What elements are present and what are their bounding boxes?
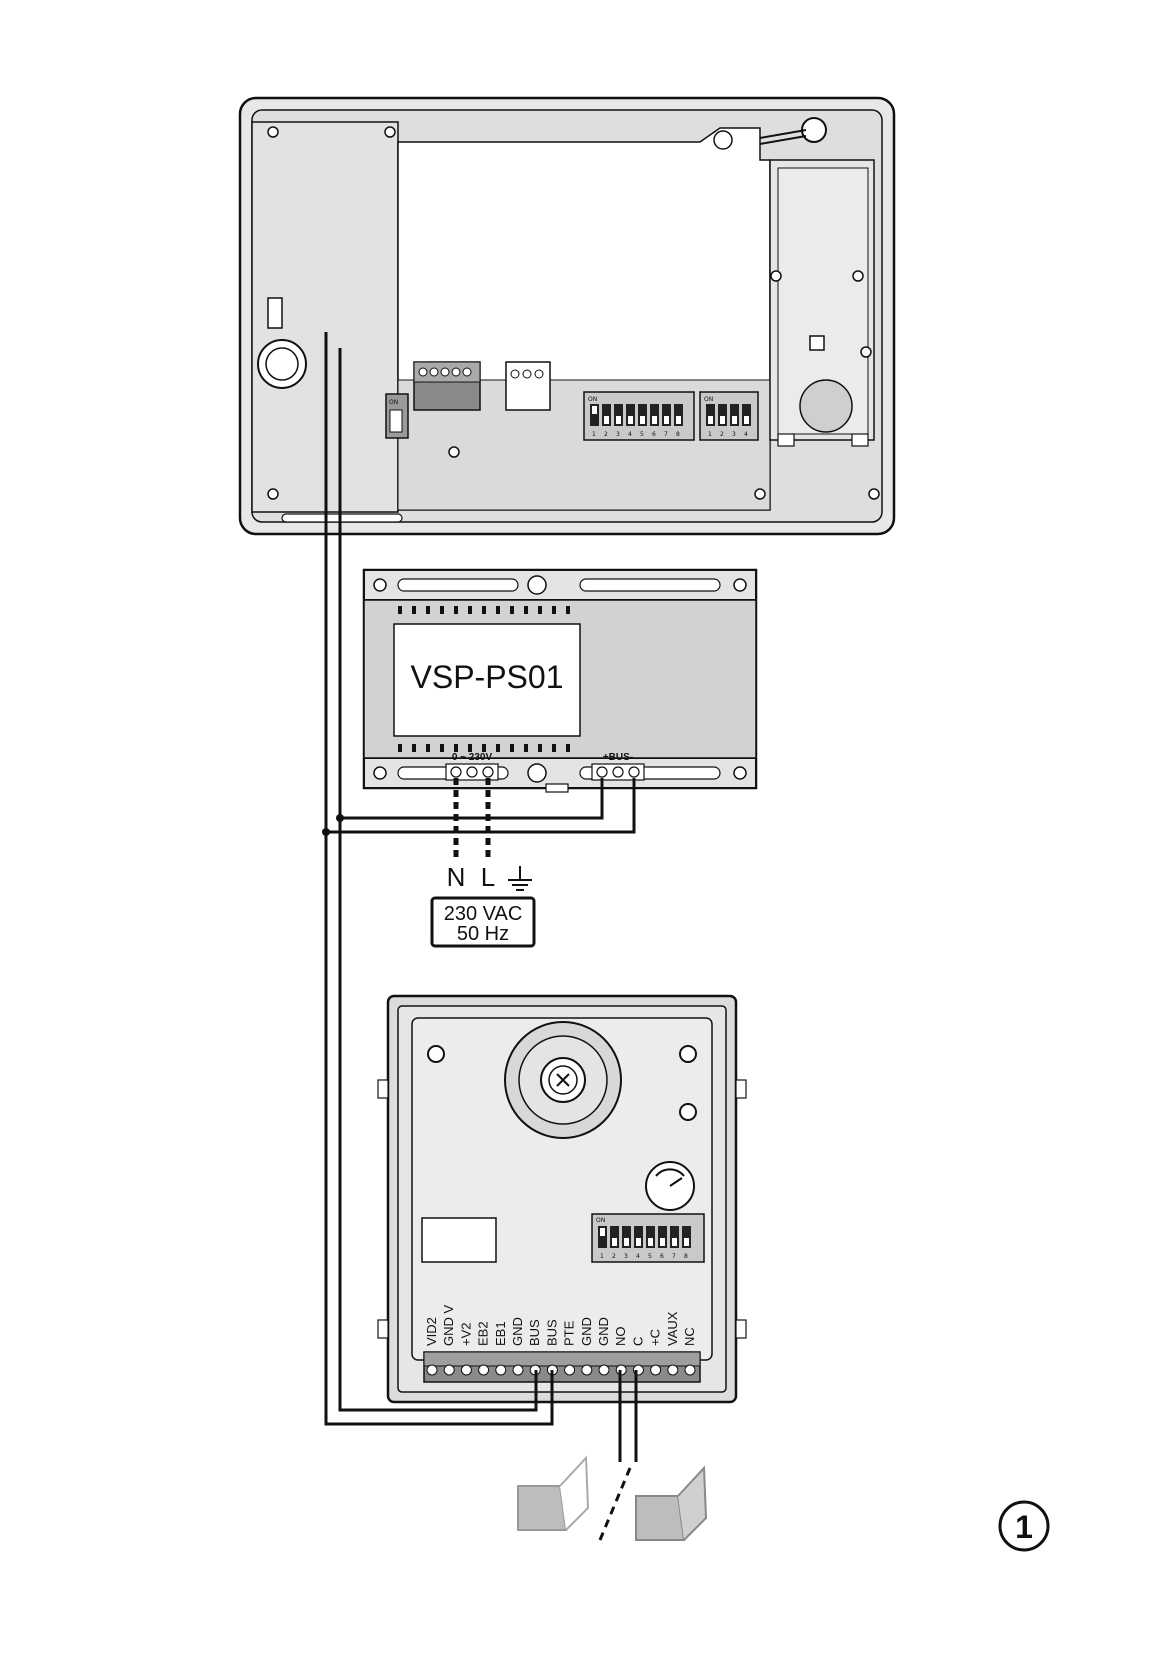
aux-terminal-block (505, 361, 551, 411)
dip8-num: 7 (664, 431, 668, 438)
ac-input-terminals (445, 763, 499, 781)
power-supply-model: VSP-PS01 (411, 659, 564, 695)
terminal-label: EB1 (493, 1321, 508, 1346)
terminal-label: EB2 (476, 1321, 491, 1346)
terminal-screw (478, 1364, 490, 1376)
bus-wire (326, 778, 636, 834)
ac-terminal-label: 0 ~ 230V (452, 752, 493, 763)
figure-number-badge: 1 (998, 1500, 1050, 1552)
terminal-screw (581, 1364, 593, 1376)
terminal-screw (598, 1364, 610, 1376)
terminal-screw (667, 1364, 679, 1376)
dip4-on-label: ON (704, 396, 713, 403)
lock-wiring (598, 1370, 638, 1541)
dip-switch-8-way: ON 1 2 3 4 5 6 7 8 (583, 391, 695, 441)
mains-frequency: 50 Hz (457, 923, 509, 945)
terminal-label: VID2 (424, 1317, 439, 1346)
dip8-num: 8 (676, 431, 680, 438)
terminal-screw (443, 1364, 455, 1376)
bus-terminal-block (413, 361, 481, 411)
dip8-num: 6 (652, 431, 656, 438)
dip4-num: 4 (744, 431, 748, 438)
bus-wire (340, 778, 604, 820)
terminal-screw (495, 1364, 507, 1376)
terminal-label: GND (596, 1317, 611, 1346)
terminal-label: PTE (562, 1320, 577, 1346)
dip-left-on-label: ON (389, 399, 398, 406)
terminal-screw (426, 1364, 438, 1376)
bus-terminal-label: +BUS- (603, 752, 633, 763)
figure-number: 1 (1015, 1509, 1033, 1545)
door-dip-num: 1 (600, 1253, 604, 1260)
door-dip-num: 4 (636, 1253, 640, 1260)
dip8-num: 5 (640, 431, 644, 438)
gate-lock-closed-icon (635, 1465, 708, 1541)
terminal-label: GND V (441, 1305, 456, 1347)
earth-ground-icon (508, 866, 532, 891)
door-dip-on-label: ON (596, 1217, 605, 1224)
door-dip-num: 6 (660, 1253, 664, 1260)
terminal-screw (650, 1364, 662, 1376)
indoor-monitor: ON ON 1 2 3 4 5 (238, 96, 896, 536)
terminal-label: NC (682, 1327, 697, 1346)
terminal-screw (460, 1364, 472, 1376)
bus-wire (324, 332, 554, 1426)
terminal-screw (564, 1364, 576, 1376)
speaker-icon (799, 379, 853, 433)
dip4-num: 3 (732, 431, 736, 438)
dip8-num: 3 (616, 431, 620, 438)
wire-junction-dot (322, 828, 330, 836)
mounting-hole-icon (427, 1045, 697, 1121)
dip8-num: 4 (628, 431, 632, 438)
terminal-label: BUS (544, 1319, 559, 1346)
mains-voltage: 230 VAC (444, 903, 523, 925)
dip4-num: 2 (720, 431, 724, 438)
door-dip-num: 7 (672, 1253, 676, 1260)
door-dip-num: 2 (612, 1253, 616, 1260)
door-dip-num: 3 (624, 1253, 628, 1260)
dip8-on-label: ON (588, 396, 597, 403)
power-supply-module: VSP-PS01 0 ~ 230V +BUS- (362, 568, 758, 793)
dip8-num: 2 (604, 431, 608, 438)
door-dip-num: 5 (648, 1253, 652, 1260)
wire-junction-dot (336, 814, 344, 822)
volume-knob-icon (645, 1161, 695, 1211)
gate-lock-open-icon (517, 1455, 590, 1531)
outdoor-door-panel: ON 1 2 3 4 5 6 7 8 (377, 994, 747, 1404)
terminal-label: +V2 (458, 1323, 473, 1347)
dip-switch-4-way: ON 1 2 3 4 (699, 391, 759, 441)
live-label: L (481, 862, 495, 892)
screw-icon (373, 575, 747, 783)
terminal-label: +C (648, 1329, 663, 1346)
screw-icon (267, 126, 880, 500)
terminal-label: BUS (527, 1319, 542, 1346)
terminal-label: GND (510, 1317, 525, 1346)
terminal-label: NO (613, 1327, 628, 1347)
neutral-label: N (447, 862, 466, 892)
door-panel-dip-switch: ON 1 2 3 4 5 6 7 8 (591, 1213, 705, 1263)
dip8-num: 1 (592, 431, 596, 438)
dip4-num: 1 (708, 431, 712, 438)
terminal-screw (684, 1364, 696, 1376)
bus-wire (338, 348, 538, 1412)
camera-lens-icon (504, 1021, 622, 1139)
bus-output-terminals (591, 763, 645, 781)
mains-supply: N L 230 VAC 50 Hz (430, 778, 536, 948)
door-dip-num: 8 (684, 1253, 688, 1260)
terminal-label: C (630, 1337, 645, 1346)
terminal-label: VAUX (665, 1311, 680, 1346)
dip-switch-left: ON (385, 393, 409, 439)
terminal-screw (512, 1364, 524, 1376)
terminal-label: GND (579, 1317, 594, 1346)
label-area (421, 1217, 497, 1263)
bus-wiring-connections (322, 332, 636, 1426)
